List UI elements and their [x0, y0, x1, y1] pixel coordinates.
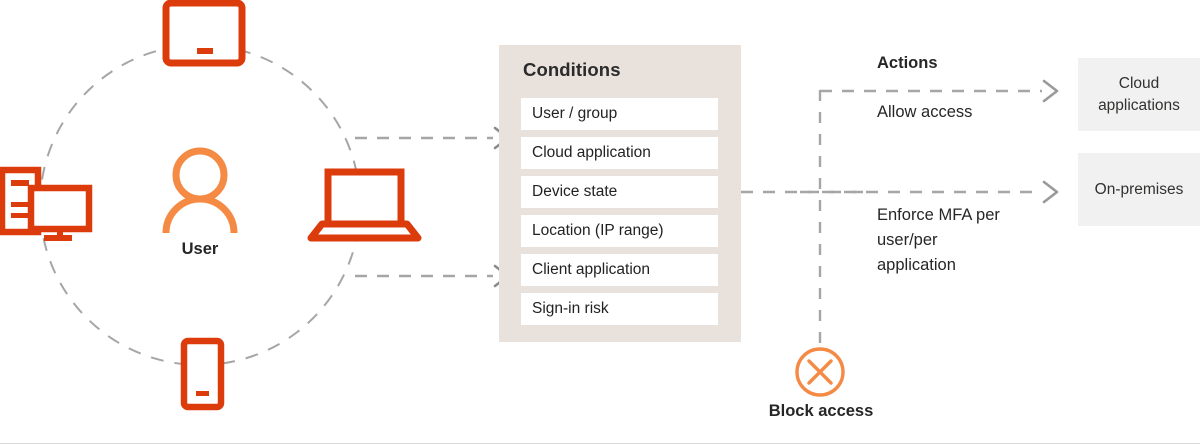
laptop-device-icon [307, 168, 422, 242]
conditions-panel: Conditions User / group Cloud applicatio… [499, 45, 741, 342]
conditions-panel-title: Conditions [523, 59, 621, 80]
condition-item-cloud-application[interactable]: Cloud application [521, 137, 718, 169]
condition-item-label: Cloud application [532, 144, 651, 161]
block-access-label: Block access [768, 402, 874, 420]
condition-item-sign-in-risk[interactable]: Sign-in risk [521, 293, 718, 325]
target-box-on-premises[interactable]: On-premises [1078, 153, 1200, 226]
connector-devices-to-conditions-lower [355, 264, 510, 288]
condition-item-label: Device state [532, 183, 618, 200]
connector-allow-access-to-cloud-applications [820, 79, 1059, 103]
user-label: User [181, 240, 219, 258]
condition-item-location-ip-range[interactable]: Location (IP range) [521, 215, 718, 247]
target-box-label: On-premises [1094, 180, 1184, 198]
actions-heading: Actions [877, 54, 938, 72]
condition-item-label: Client application [532, 261, 651, 278]
connector-devices-to-conditions-upper [355, 126, 510, 150]
target-box-cloud-applications[interactable]: Cloud applications [1078, 58, 1200, 131]
person-icon [162, 147, 238, 234]
condition-item-label: Location (IP range) [532, 222, 664, 239]
enforce-mfa-label: Enforce MFA per user/per application [877, 206, 1000, 275]
desktop-computer-device-icon [0, 166, 93, 241]
condition-item-device-state[interactable]: Device state [521, 176, 718, 208]
condition-item-label: Sign-in risk [532, 300, 609, 317]
connector-actions-to-on-premises [800, 180, 1059, 204]
circle-x-block-icon [795, 347, 845, 397]
allow-access-label: Allow access [877, 103, 973, 121]
condition-item-client-application[interactable]: Client application [521, 254, 718, 286]
condition-item-label: User / group [532, 105, 618, 122]
condition-item-user-group[interactable]: User / group [521, 98, 718, 130]
tablet-device-icon [162, 0, 246, 67]
mobile-phone-device-icon [180, 337, 225, 411]
target-box-label: Cloud applications [1098, 75, 1180, 114]
conditions-list: User / group Cloud application Device st… [521, 98, 718, 332]
